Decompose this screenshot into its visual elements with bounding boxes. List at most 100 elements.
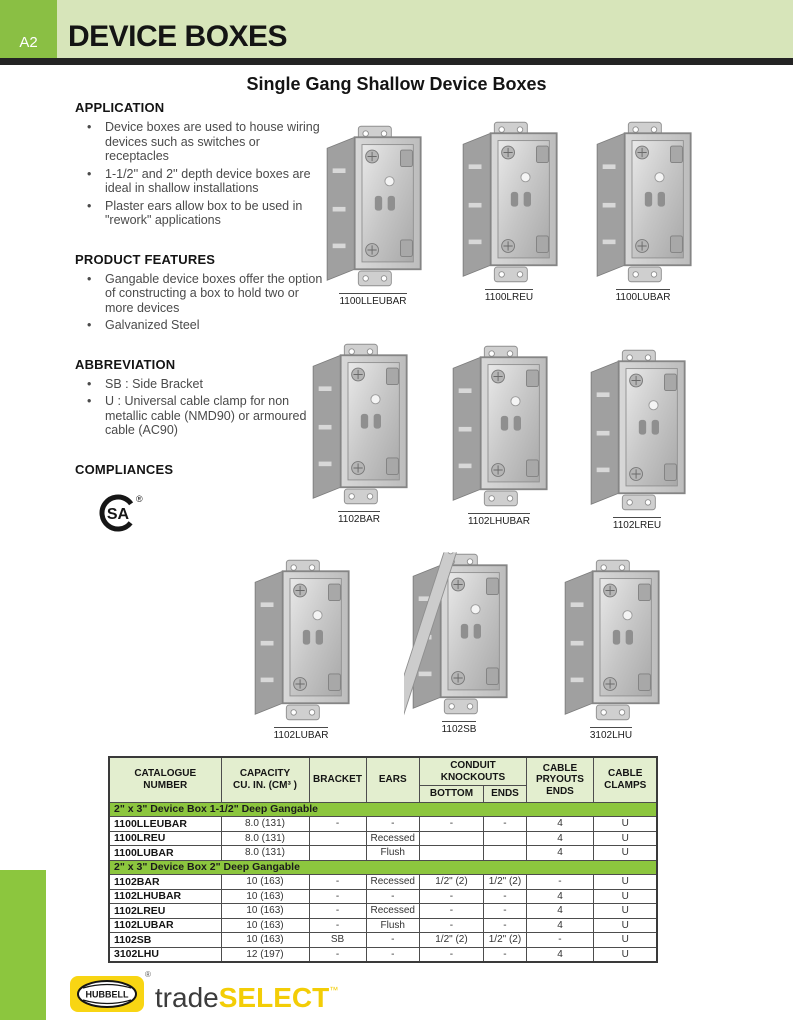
bullet-item: U : Universal cable clamp for non metall… (75, 394, 325, 438)
cell-clamps: U (592, 874, 658, 890)
device-box-image (588, 118, 698, 286)
cell-ears: Recessed (365, 830, 420, 846)
product-figure: 1100LLEUBAR (312, 122, 434, 309)
cell-capacity: 8.0 (131) (220, 830, 310, 846)
product-label: 1102LHUBAR (467, 513, 531, 527)
table-section-row: 2" x 3" Device Box 1-1/2" Deep Gangable (108, 801, 658, 817)
table-subheader-row: BOTTOM ENDS (109, 785, 657, 803)
cell-ears: Flush (365, 845, 420, 861)
registered-mark: ® (145, 970, 151, 979)
device-box-image (304, 340, 414, 508)
section-title-cell: 2" x 3" Device Box 1-1/2" Deep Gangable (108, 801, 658, 817)
cell-catalogue: 3102LHU (108, 946, 222, 962)
device-box-image (582, 346, 692, 514)
product-features-list: Gangable device boxes offer the option o… (75, 272, 325, 333)
product-figure: 1102SB (398, 550, 520, 737)
header-divider (0, 58, 793, 65)
bullet-item: Device boxes are used to house wiring de… (75, 120, 325, 164)
table-header-row: CATALOGUE NUMBER CAPACITY CU. IN. (CM³ )… (108, 756, 658, 803)
device-box-image (444, 342, 554, 510)
footer-brand: HUBBELL ® tradeSELECT™ (70, 970, 339, 1016)
device-box-image (556, 556, 666, 724)
col-conduit-knockouts: CONDUIT KNOCKOUTS (418, 756, 527, 786)
product-label: 1102SB (441, 721, 477, 735)
section-title: Single Gang Shallow Device Boxes (246, 74, 547, 94)
svg-text:®: ® (136, 494, 143, 504)
product-label: 3102LHU (589, 727, 633, 741)
select-text: SELECT (218, 982, 330, 1013)
hubbell-wordmark: HUBBELL (86, 990, 129, 1000)
cell-catalogue: 1102LUBAR (108, 917, 222, 933)
bullet-item: SB : Side Bracket (75, 377, 325, 392)
page-title: DEVICE BOXES (68, 20, 288, 53)
cell-clamps: U (592, 845, 658, 861)
bullet-item: Plaster ears allow box to be used in "re… (75, 199, 325, 228)
cell-clamps: U (592, 903, 658, 919)
cell-ears: Recessed (365, 874, 420, 890)
cell-ko-bottom: - (418, 888, 484, 904)
trade-text: trade (154, 982, 219, 1013)
application-heading: APPLICATION (75, 100, 165, 115)
trademark-mark: ™ (329, 985, 339, 995)
product-figure: 1100LUBAR (582, 118, 704, 305)
cell-ko-ends: - (482, 946, 527, 962)
cell-bracket (308, 845, 367, 861)
svg-text:SA: SA (107, 506, 130, 523)
cell-ko-bottom: - (418, 917, 484, 933)
spec-table-body: 2" x 3" Device Box 1-1/2" Deep Gangable 1… (108, 801, 658, 962)
device-box-image (404, 550, 514, 718)
cell-bracket: - (308, 903, 367, 919)
cell-ears: - (365, 888, 420, 904)
col-bracket: BRACKET (308, 756, 367, 803)
cell-capacity: 10 (163) (220, 917, 310, 933)
csa-logo: SA ® (97, 487, 325, 542)
product-figure: 1102LREU (576, 346, 698, 533)
page-tab-label: A2 (19, 34, 38, 51)
bullet-item: Gangable device boxes offer the option o… (75, 272, 325, 316)
col-ko-bottom: BOTTOM (418, 785, 484, 803)
cell-ears: - (365, 816, 420, 832)
cell-ko-bottom: - (418, 946, 484, 962)
table-section-row: 2" x 3" Device Box 2" Deep Gangable (108, 859, 658, 875)
product-figure: 1102LUBAR (240, 556, 362, 743)
cell-clamps: U (592, 830, 658, 846)
device-box-image (454, 118, 564, 286)
col-capacity: CAPACITY CU. IN. (CM³ ) (220, 756, 310, 803)
col-catalogue: CATALOGUE NUMBER (108, 756, 222, 803)
cell-bracket: - (308, 874, 367, 890)
device-box-image (246, 556, 356, 724)
cell-ears: Flush (365, 917, 420, 933)
page-edge-bar (0, 870, 46, 1020)
product-figure: 1102LHUBAR (438, 342, 560, 529)
bullet-item: Galvanized Steel (75, 318, 325, 333)
product-figure: 3102LHU (550, 556, 672, 743)
page-tab: A2 (0, 0, 57, 58)
cell-catalogue: 1102LREU (108, 903, 222, 919)
cell-ko-bottom: - (418, 816, 484, 832)
cell-catalogue: 1102SB (108, 932, 222, 948)
cell-pryouts: 4 (525, 888, 594, 904)
cell-bracket: - (308, 816, 367, 832)
cell-bracket: - (308, 946, 367, 962)
product-label: 1100LUBAR (615, 289, 671, 303)
product-label: 1102LREU (612, 517, 662, 531)
cell-pryouts: 4 (525, 946, 594, 962)
page-banner: A2 DEVICE BOXES (0, 0, 793, 58)
cell-capacity: 12 (197) (220, 946, 310, 962)
cell-clamps: U (592, 917, 658, 933)
cell-ko-ends: 1/2" (2) (482, 874, 527, 890)
cell-pryouts: 4 (525, 845, 594, 861)
product-label: 1102BAR (337, 511, 381, 525)
capacity-line2: CU. IN. (CM³ ) (233, 779, 297, 791)
cell-pryouts: - (525, 874, 594, 890)
cell-clamps: U (592, 816, 658, 832)
cell-ko-ends: - (482, 816, 527, 832)
cell-pryouts: 4 (525, 816, 594, 832)
compliances-heading: COMPLIANCES (75, 461, 174, 477)
cell-ko-ends (482, 845, 527, 861)
